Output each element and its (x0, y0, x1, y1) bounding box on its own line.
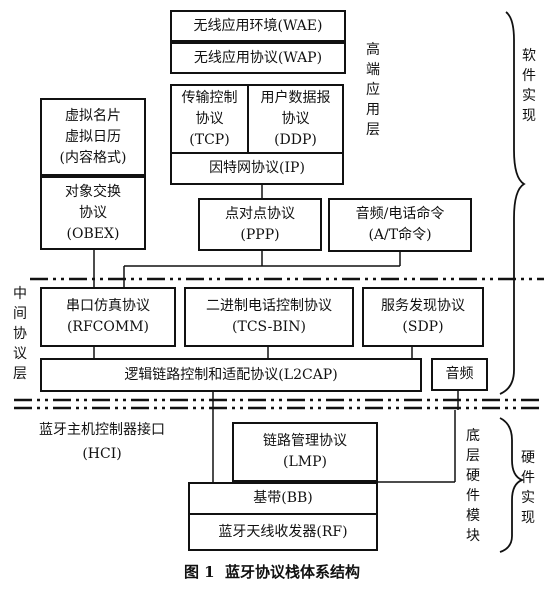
wap-box: 无线应用协议(WAP) (170, 42, 346, 74)
sdp-box: 服务发现协议 (SDP) (362, 287, 484, 347)
ppp-box: 点对点协议 (PPP) (198, 198, 322, 251)
wae-box: 无线应用环境(WAE) (170, 10, 346, 42)
hardware-label: 硬件实现 (521, 450, 535, 526)
figure-caption: 图 1 蓝牙协议栈体系结构 (183, 563, 361, 581)
obex-box: 对象交换 协议 (OBEX) (40, 176, 146, 250)
udp-box: 用户数据报 协议 (DDP) (247, 84, 344, 154)
vcard-box: 虚拟名片 虚拟日历 (内容格式) (40, 98, 146, 176)
tcs-bin-box: 二进制电话控制协议 (TCS-BIN) (184, 287, 354, 347)
software-label: 软件实现 (522, 48, 536, 124)
hci-label: 蓝牙主机控制器接口 (HCI) (39, 422, 165, 462)
rfcomm-box: 串口仿真协议 (RFCOMM) (40, 287, 176, 347)
middle-layer-label: 中间协议层 (13, 286, 27, 382)
low-layer-label: 底层硬件模块 (466, 428, 480, 544)
high-layer-label: 高端应用层 (366, 42, 380, 138)
audio-box: 音频 (431, 358, 488, 391)
tcp-box: 传输控制 协议 (TCP) (170, 84, 249, 154)
l2cap-box: 逻辑链路控制和适配协议(L2CAP) (40, 358, 422, 392)
rf-box: 蓝牙天线收发器(RF) (188, 513, 378, 551)
baseband-box: 基带(BB) (188, 482, 378, 515)
ip-box: 因特网协议(IP) (170, 152, 344, 185)
lmp-box: 链路管理协议 (LMP) (232, 422, 378, 482)
at-command-box: 音频/电话命令 (A/T命令) (328, 198, 472, 252)
